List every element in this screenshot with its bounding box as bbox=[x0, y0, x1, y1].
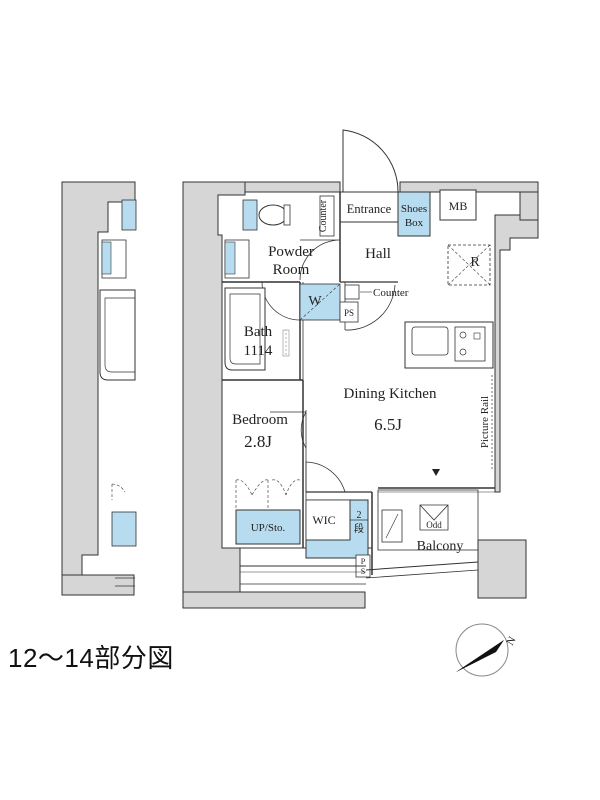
wic-door bbox=[305, 461, 346, 493]
bath-vent bbox=[282, 329, 290, 357]
neighbor-basin-blue bbox=[101, 241, 112, 275]
powder-room-label: Room bbox=[273, 262, 310, 278]
hall-label: Hall bbox=[365, 246, 391, 262]
powder-room-label: Powder bbox=[268, 244, 314, 260]
bathtub-inner bbox=[229, 293, 261, 365]
fixtures bbox=[224, 189, 495, 585]
washer-label: W bbox=[308, 294, 322, 309]
main-unit-walls bbox=[182, 181, 539, 609]
counter-side-label: Counter bbox=[373, 287, 409, 299]
up-storage bbox=[235, 509, 301, 545]
up-storage-label: UP/Sto. bbox=[251, 522, 286, 534]
bath-door bbox=[261, 281, 301, 321]
bath-size-label: 1114 bbox=[244, 343, 273, 359]
odd-label: Odd bbox=[426, 520, 442, 530]
entrance-door bbox=[342, 129, 399, 193]
balcony-area bbox=[377, 489, 479, 551]
neighbor-sink bbox=[121, 199, 137, 231]
burner-small bbox=[473, 332, 481, 340]
stair-steps bbox=[349, 500, 368, 540]
burner bbox=[459, 348, 467, 356]
room-labels: Powder Room Counter Entrance Shoes Box M… bbox=[232, 199, 491, 576]
counter-box bbox=[344, 284, 360, 300]
plan-caption: 12〜14部分図 bbox=[8, 643, 174, 673]
neighbor-bottom-wall bbox=[61, 574, 135, 596]
ps-box bbox=[339, 301, 359, 323]
shoes-box-label: Box bbox=[405, 217, 424, 229]
compass-ring bbox=[455, 623, 509, 677]
bedroom-door bbox=[270, 411, 307, 449]
burner bbox=[459, 331, 467, 339]
ps-label: PS bbox=[344, 308, 354, 318]
balcony-label: Balcony bbox=[417, 539, 464, 554]
neighbor-unit bbox=[61, 181, 137, 596]
picture-rail-label: Picture Rail bbox=[479, 396, 491, 448]
closet-doors-left bbox=[235, 479, 269, 510]
balcony-rail bbox=[365, 561, 479, 571]
kitchen-sink bbox=[411, 326, 449, 356]
dining-kitchen-size: 6.5J bbox=[374, 415, 402, 434]
mb-label: MB bbox=[449, 199, 468, 213]
bedroom-label: Bedroom bbox=[232, 412, 288, 428]
window-marker bbox=[432, 469, 440, 476]
bedroom-size: 2.8J bbox=[244, 432, 272, 451]
balcony-column bbox=[477, 539, 527, 599]
balcony-rail-outer bbox=[365, 569, 479, 579]
cooktop bbox=[454, 326, 486, 362]
compass: N bbox=[455, 623, 519, 677]
toilet bbox=[258, 204, 288, 226]
ps-lower-label: P bbox=[361, 557, 366, 566]
meter-box bbox=[439, 189, 477, 221]
right-top-block bbox=[519, 191, 539, 221]
neighbor-closet-doors bbox=[111, 483, 126, 500]
toilet-tank bbox=[283, 204, 291, 226]
two-steps-label: 段 bbox=[354, 522, 364, 535]
refrigerator-label: R bbox=[470, 255, 480, 270]
bathtub bbox=[224, 287, 266, 371]
shoes-box bbox=[397, 191, 431, 237]
dining-kitchen-label: Dining Kitchen bbox=[344, 386, 437, 402]
two-steps-label: 2 bbox=[357, 510, 362, 521]
refrigerator bbox=[447, 244, 491, 286]
ps-lower-label: S bbox=[361, 567, 365, 576]
compass-needle-tail bbox=[456, 640, 504, 672]
neighbor-bathtub bbox=[99, 289, 136, 381]
wic-label: WIC bbox=[312, 513, 335, 527]
powder-door bbox=[299, 239, 341, 281]
neighbor-tub-inner bbox=[104, 297, 136, 373]
odd-unit bbox=[419, 504, 449, 531]
basin-blue bbox=[224, 241, 236, 275]
bath-label: Bath bbox=[244, 324, 273, 340]
counter-vertical-label: Counter bbox=[318, 199, 329, 232]
powder-sink bbox=[242, 199, 258, 231]
entrance-label: Entrance bbox=[347, 202, 392, 216]
counter-strip bbox=[319, 195, 335, 237]
right-exterior-wall bbox=[494, 214, 539, 493]
shoes-box-label: Shoes bbox=[401, 203, 427, 215]
closet-doors-right bbox=[271, 479, 301, 496]
wic-inner bbox=[305, 499, 351, 541]
bottom-wall bbox=[182, 591, 366, 609]
neighbor-storage bbox=[111, 511, 137, 547]
